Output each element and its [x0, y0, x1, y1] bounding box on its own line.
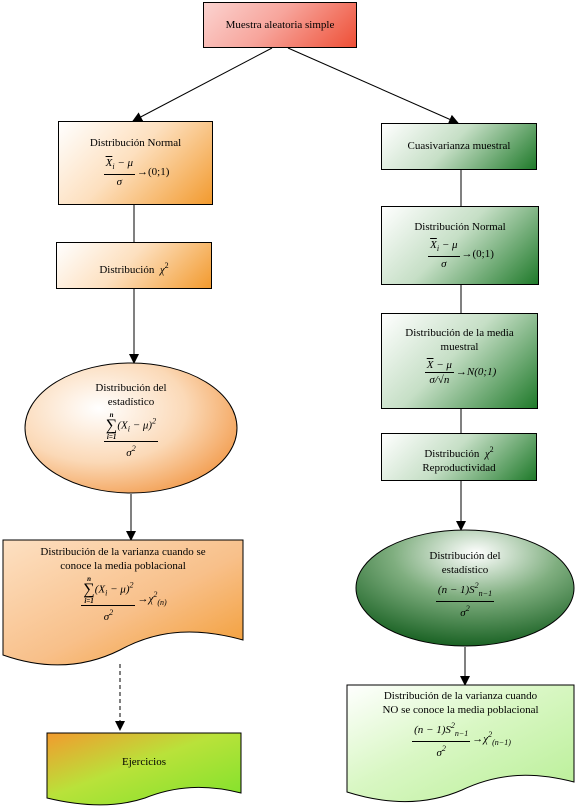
right-ellipse-node: Distribución del estadístico (n − 1)S2n−…	[356, 549, 574, 629]
right-cuasi-label: Cuasivarianza muestral	[407, 140, 511, 152]
chi-symbol-right: χ	[484, 448, 490, 460]
edge-root-right	[287, 47, 459, 124]
exercises-shape	[46, 732, 242, 806]
left-chi-node: Distribución χ2	[56, 242, 212, 289]
left-normal-title: Distribución Normal	[89, 137, 182, 149]
right-media-title-1: Distribución de la media	[405, 327, 514, 339]
left-ellipse-title-2: estadístico	[107, 396, 155, 408]
right-var-shape	[346, 684, 575, 802]
right-ellipse-title-2: estadístico	[441, 564, 489, 576]
right-cuasi-node: Cuasivarianza muestral	[381, 123, 537, 170]
left-ellipse-node: Distribución del estadístico n∑i=1(Xi − …	[25, 381, 237, 481]
right-normal-title: Distribución Normal	[414, 221, 506, 233]
edge-root-left	[132, 47, 273, 122]
exercises-label[interactable]: Ejercicios	[122, 756, 166, 768]
exercises-node[interactable]: Ejercicios	[47, 733, 241, 791]
right-chi-node: Distribución χ2 Reproductividad	[381, 433, 537, 481]
left-chi-title: Distribución	[99, 264, 155, 276]
left-ellipse-title-1: Distribución del	[95, 382, 167, 394]
right-ellipse-shape	[355, 529, 575, 647]
right-ellipse-title-1: Distribución del	[429, 550, 501, 562]
left-ellipse-shape	[24, 362, 238, 494]
right-chi-title: Distribución	[424, 448, 480, 460]
right-var-title-2: NO se conoce la media poblacional	[382, 704, 539, 716]
chi-symbol: χ	[159, 264, 165, 276]
root-label: Muestra aleatoria simple	[225, 19, 335, 31]
left-var-node: Distribución de la varianza cuando se co…	[3, 545, 243, 635]
left-var-title-1: Distribución de la varianza cuando se	[40, 546, 206, 558]
left-var-shape	[2, 539, 244, 666]
root-node: Muestra aleatoria simple	[203, 2, 357, 48]
left-var-title-2: conoce la media poblacional	[60, 560, 186, 572]
right-chi-subtitle: Reproductividad	[422, 462, 496, 474]
right-media-title-2: muestral	[440, 341, 479, 353]
right-var-node: Distribución de la varianza cuando NO se…	[347, 689, 574, 769]
right-var-title-1: Distribución de la varianza cuando	[383, 690, 538, 702]
